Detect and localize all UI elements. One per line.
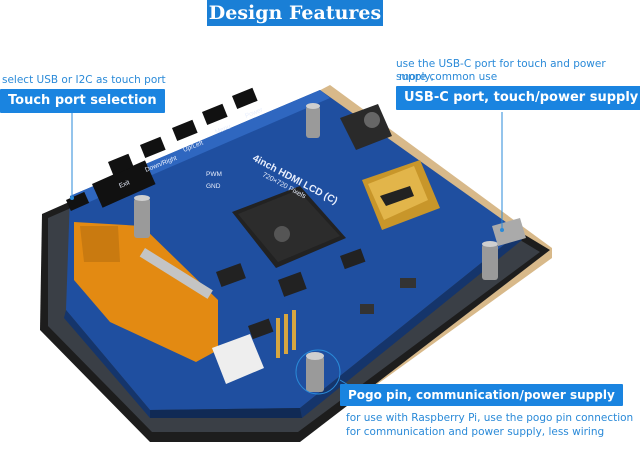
button-row — [108, 87, 258, 175]
pogo-label: Pogo pin, communication/power supply — [340, 384, 623, 406]
touch-port-label: Touch port selection — [0, 89, 165, 113]
led-label-gnd: GND — [206, 183, 221, 190]
pogo-pins — [276, 310, 296, 358]
standoff-posts — [134, 103, 498, 392]
button-label-exit: Exit — [118, 179, 131, 190]
usb-c-label: USB-C port, touch/power supply — [396, 86, 640, 110]
touch-header-pins — [92, 160, 156, 208]
page-title: Design Features — [207, 0, 383, 26]
usb-c-note-line1: use the USB-C port for touch and power s… — [396, 58, 606, 83]
audio-jack — [340, 104, 392, 150]
white-connector — [212, 334, 264, 384]
pogo-note-line2: for communication and power supply, less… — [346, 426, 605, 438]
usb-c-note-line2: more common use — [399, 71, 498, 83]
usb-c-port — [492, 218, 526, 246]
led-label-pwm: PWM — [206, 171, 222, 178]
touch-port-note: select USB or I2C as touch port — [2, 74, 166, 86]
pogo-note-line1: for use with Raspberry Pi, use the pogo … — [346, 412, 634, 424]
